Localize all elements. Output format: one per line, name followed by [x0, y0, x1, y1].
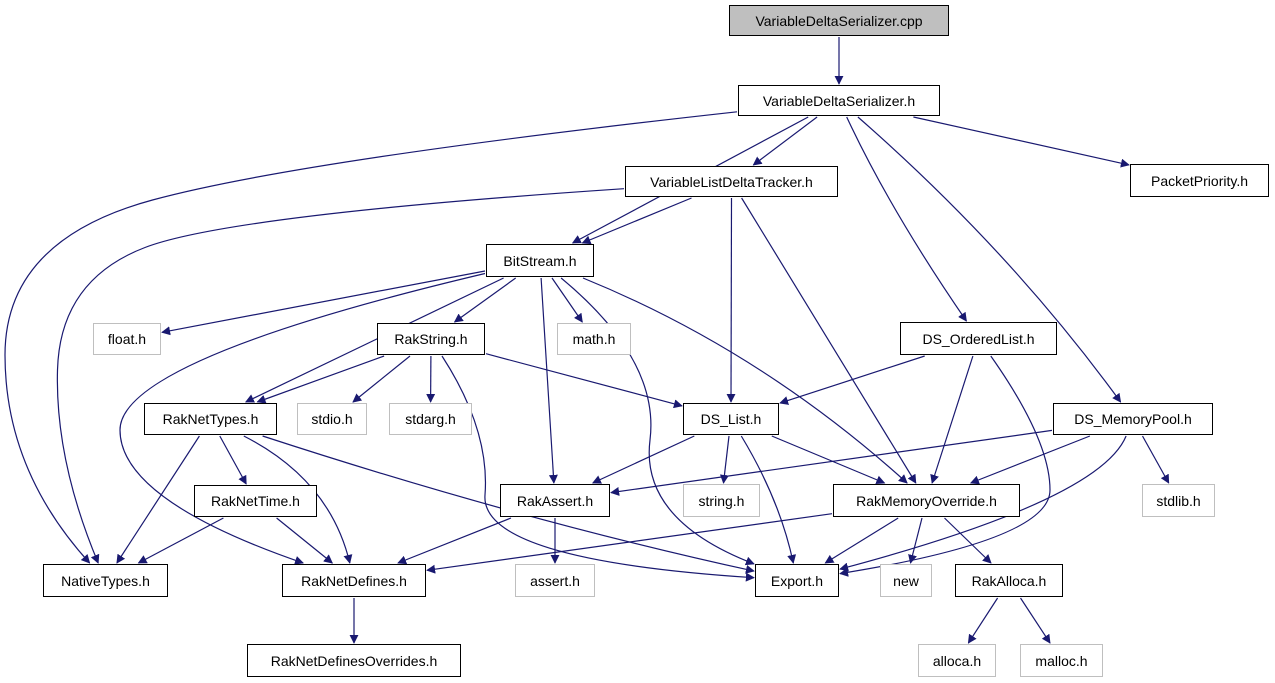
node-export-h[interactable]: Export.h — [755, 564, 839, 597]
edge-vds-h-to-dsorderedlist-h — [846, 116, 967, 322]
edge-dsmemorypool-h-to-export-h — [839, 435, 1127, 572]
edge-raknettypes-h-to-raknettime-h — [219, 435, 247, 485]
node-raknettime-h[interactable]: RakNetTime.h — [194, 485, 317, 517]
edge-vldt-h-to-nativetypes-h — [56, 188, 625, 564]
edge-rakstring-h-to-raknettypes-h — [256, 355, 385, 404]
edge-bitstream-h-to-rakmemoryoverride-h — [582, 277, 908, 484]
edge-vldt-h-to-dslist-h — [726, 197, 736, 403]
edge-bitstream-h-to-rakstring-h — [453, 277, 517, 323]
node-raknetdefinesoverrides-h[interactable]: RakNetDefinesOverrides.h — [247, 644, 461, 677]
node-new: new — [880, 564, 932, 597]
node-alloca-h: alloca.h — [918, 644, 996, 677]
node-vds-cpp[interactable]: VariableDeltaSerializer.cpp — [729, 5, 949, 36]
edge-rakmemoryoverride-h-to-raknetdefines-h — [426, 513, 833, 574]
node-dsorderedlist-h[interactable]: DS_OrderedList.h — [900, 322, 1057, 355]
node-math-h: math.h — [557, 323, 631, 355]
edge-raknettime-h-to-nativetypes-h — [137, 517, 224, 564]
edge-dslist-h-to-string-h — [719, 435, 730, 484]
edge-vldt-h-to-rakmemoryoverride-h — [741, 197, 917, 484]
node-stdarg-h: stdarg.h — [389, 403, 472, 435]
edge-dsorderedlist-h-to-dslist-h — [779, 355, 925, 405]
edge-dslist-h-to-rakmemoryoverride-h — [771, 435, 886, 485]
node-rakstring-h[interactable]: RakString.h — [377, 323, 485, 355]
edge-vds-h-to-nativetypes-h — [4, 111, 738, 564]
edge-rakmemoryoverride-h-to-rakalloca-h — [944, 517, 992, 564]
edge-bitstream-h-to-rakassert-h — [540, 277, 558, 484]
edge-dsorderedlist-h-to-rakmemoryoverride-h — [930, 355, 974, 484]
edge-rakassert-h-to-raknetdefines-h — [397, 517, 512, 565]
edge-dslist-h-to-rakassert-h — [591, 435, 695, 484]
node-raknetdefines-h[interactable]: RakNetDefines.h — [282, 564, 426, 597]
node-vds-h[interactable]: VariableDeltaSerializer.h — [738, 85, 940, 116]
edge-rakalloca-h-to-malloc-h — [1019, 597, 1051, 644]
edge-bitstream-h-to-raknettypes-h — [244, 277, 504, 403]
edge-rakmemoryoverride-h-to-export-h — [824, 517, 899, 564]
edge-dsmemorypool-h-to-stdlib-h — [1141, 435, 1170, 484]
edge-bitstream-h-to-math-h — [551, 277, 583, 323]
edge-bitstream-h-to-float-h — [161, 270, 486, 336]
node-rakalloca-h[interactable]: RakAlloca.h — [955, 564, 1063, 597]
node-rakmemoryoverride-h[interactable]: RakMemoryOverride.h — [833, 484, 1020, 517]
edge-vds-h-to-dsmemorypool-h — [857, 116, 1122, 403]
node-assert-h: assert.h — [515, 564, 595, 597]
edge-dslist-h-to-export-h — [740, 435, 797, 564]
edge-dsorderedlist-h-to-export-h — [839, 355, 1051, 577]
edge-rakmemoryoverride-h-to-new — [908, 517, 923, 564]
edge-vldt-h-to-bitstream-h — [581, 197, 692, 245]
node-malloc-h: malloc.h — [1020, 644, 1103, 677]
node-stdio-h: stdio.h — [297, 403, 367, 435]
node-float-h: float.h — [93, 323, 161, 355]
node-rakassert-h[interactable]: RakAssert.h — [500, 484, 610, 517]
node-stdlib-h: stdlib.h — [1142, 484, 1215, 517]
edge-raknettime-h-to-raknetdefines-h — [276, 517, 334, 564]
edge-vds-h-to-packetpriority-h — [913, 116, 1130, 168]
edge-raknettypes-h-to-nativetypes-h — [116, 435, 200, 564]
edge-rakstring-h-to-dslist-h — [485, 353, 683, 409]
node-dslist-h[interactable]: DS_List.h — [683, 403, 779, 435]
node-dsmemorypool-h[interactable]: DS_MemoryPool.h — [1053, 403, 1213, 435]
node-nativetypes-h[interactable]: NativeTypes.h — [43, 564, 168, 597]
edge-dsmemorypool-h-to-rakmemoryoverride-h — [969, 435, 1091, 485]
node-packetpriority-h[interactable]: PacketPriority.h — [1130, 164, 1269, 197]
edge-vds-h-to-vldt-h — [752, 116, 818, 166]
node-vldt-h[interactable]: VariableListDeltaTracker.h — [625, 166, 838, 197]
node-raknettypes-h[interactable]: RakNetTypes.h — [144, 403, 277, 435]
edge-rakalloca-h-to-alloca-h — [967, 597, 999, 644]
node-string-h: string.h — [683, 484, 760, 517]
node-bitstream-h[interactable]: BitStream.h — [486, 244, 594, 277]
edge-rakstring-h-to-stdio-h — [352, 355, 411, 403]
edge-dsmemorypool-h-to-rakassert-h — [610, 429, 1053, 496]
edge-rakstring-h-to-export-h — [441, 355, 755, 582]
